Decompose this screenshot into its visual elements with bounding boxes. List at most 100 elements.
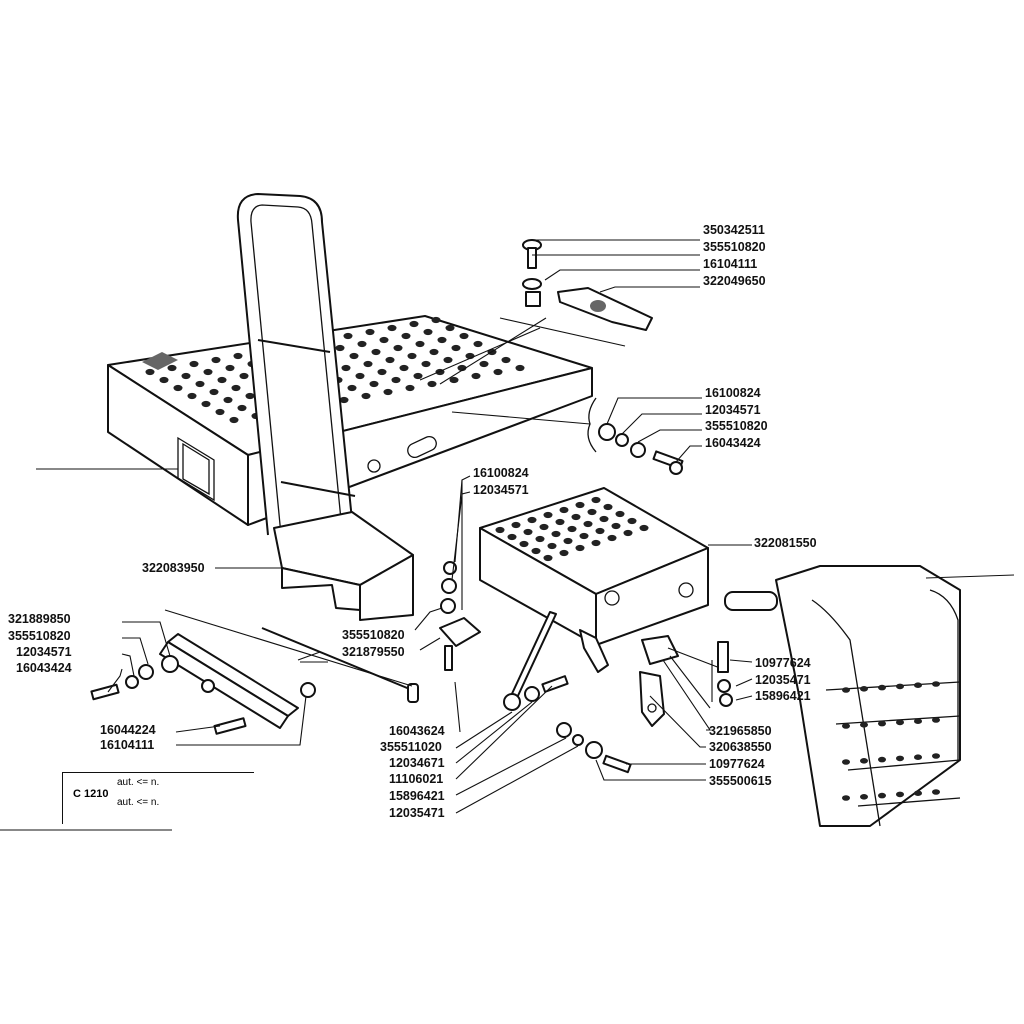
grab-handle — [215, 193, 414, 621]
label-355510820-left: 355510820 — [8, 629, 71, 643]
perforation-hole — [860, 722, 868, 728]
perforation-hole — [409, 320, 419, 328]
perforation-hole — [914, 682, 922, 688]
perforation-hole — [932, 789, 940, 795]
perforation-hole — [203, 368, 213, 376]
perforation-hole — [211, 356, 221, 364]
perforation-hole — [423, 328, 433, 336]
perforation-hole — [335, 344, 345, 352]
perforation-hole — [407, 352, 417, 360]
top-hinge-assembly — [419, 239, 653, 385]
perforation-hole — [591, 496, 601, 504]
perforation-hole — [189, 360, 199, 368]
perforation-hole — [385, 356, 395, 364]
perforation-hole — [567, 525, 577, 533]
perforation-hole — [543, 511, 553, 519]
label-10977624-right: 10977624 — [755, 656, 811, 670]
perforation-hole — [860, 686, 868, 692]
perforation-hole — [579, 532, 589, 540]
perforation-hole — [547, 542, 557, 550]
perforation-hole — [201, 400, 211, 408]
perforation-hole — [559, 549, 569, 557]
perforation-hole — [377, 368, 387, 376]
perforation-hole — [225, 364, 235, 372]
perforation-hole — [878, 684, 886, 691]
perforation-hole — [551, 530, 561, 538]
perforation-hole — [479, 360, 489, 368]
perforation-hole — [233, 352, 243, 360]
perforation-hole — [511, 521, 521, 529]
label-16104111-left: 16104111 — [100, 738, 154, 752]
legend-row-1: aut. <= n. — [117, 777, 160, 788]
perforation-hole — [159, 376, 169, 384]
label-322081550: 322081550 — [754, 536, 817, 550]
label-321879550: 321879550 — [342, 645, 405, 659]
perforation-hole — [231, 384, 241, 392]
perforation-hole — [599, 515, 609, 523]
label-355510820-right: 355510820 — [705, 419, 768, 433]
legend-row-2: aut. <= n. — [117, 797, 160, 808]
perforation-hole — [932, 753, 940, 759]
perforation-hole — [217, 376, 227, 384]
right-small-bolts — [711, 641, 733, 707]
perforation-hole — [187, 392, 197, 400]
perforation-hole — [393, 344, 403, 352]
perforation-hole — [615, 510, 625, 518]
perforation-hole — [559, 506, 569, 514]
perforation-hole — [429, 348, 439, 356]
perforation-hole — [519, 540, 529, 548]
label-355511020: 355511020 — [380, 740, 442, 754]
perforation-hole — [571, 513, 581, 521]
label-12034571-right: 12034571 — [705, 403, 761, 417]
perforation-hole — [878, 756, 886, 763]
perforation-hole — [639, 524, 649, 532]
perforation-hole — [349, 352, 359, 360]
center-fasteners — [439, 480, 721, 774]
perforation-hole — [415, 340, 425, 348]
label-15896421-center: 15896421 — [389, 789, 445, 803]
perforation-hole — [501, 356, 511, 364]
perforation-hole — [443, 356, 453, 364]
perforation-hole — [437, 336, 447, 344]
perforation-hole — [239, 372, 249, 380]
label-321965850: 321965850 — [709, 724, 772, 738]
perforation-hole — [383, 388, 393, 396]
perforation-hole — [932, 717, 940, 723]
perforation-hole — [431, 316, 441, 324]
perforation-hole — [445, 324, 455, 332]
perforation-hole — [173, 384, 183, 392]
perforation-hole — [611, 522, 621, 530]
perforation-hole — [595, 527, 605, 535]
label-321889850: 321889850 — [8, 612, 71, 626]
perforation-hole — [343, 332, 353, 340]
perforation-hole — [215, 408, 225, 416]
perforation-hole — [401, 332, 411, 340]
perforation-hole — [627, 517, 637, 525]
perforation-hole — [860, 794, 868, 800]
label-322049650: 322049650 — [703, 274, 766, 288]
label-15896421-right: 15896421 — [755, 689, 811, 703]
perforation-hole — [421, 360, 431, 368]
label-12034571-mid: 12034571 — [473, 483, 529, 497]
perforation-hole — [361, 392, 371, 400]
step-box — [479, 487, 709, 673]
perforation-hole — [471, 372, 481, 380]
perforation-hole — [341, 364, 351, 372]
perforation-hole — [607, 534, 617, 542]
perforation-hole — [371, 348, 381, 356]
box-perforations — [495, 496, 649, 562]
perforation-hole — [399, 364, 409, 372]
perforation-hole — [209, 388, 219, 396]
perforation-hole — [842, 759, 850, 765]
label-16043424-right: 16043424 — [705, 436, 761, 450]
perforation-hole — [245, 392, 255, 400]
perforation-hole — [145, 368, 155, 376]
perforation-hole — [878, 720, 886, 727]
perforation-hole — [842, 723, 850, 729]
perforation-hole — [896, 683, 904, 690]
perforation-hole — [535, 535, 545, 543]
perforation-hole — [531, 547, 541, 555]
perforation-hole — [405, 384, 415, 392]
